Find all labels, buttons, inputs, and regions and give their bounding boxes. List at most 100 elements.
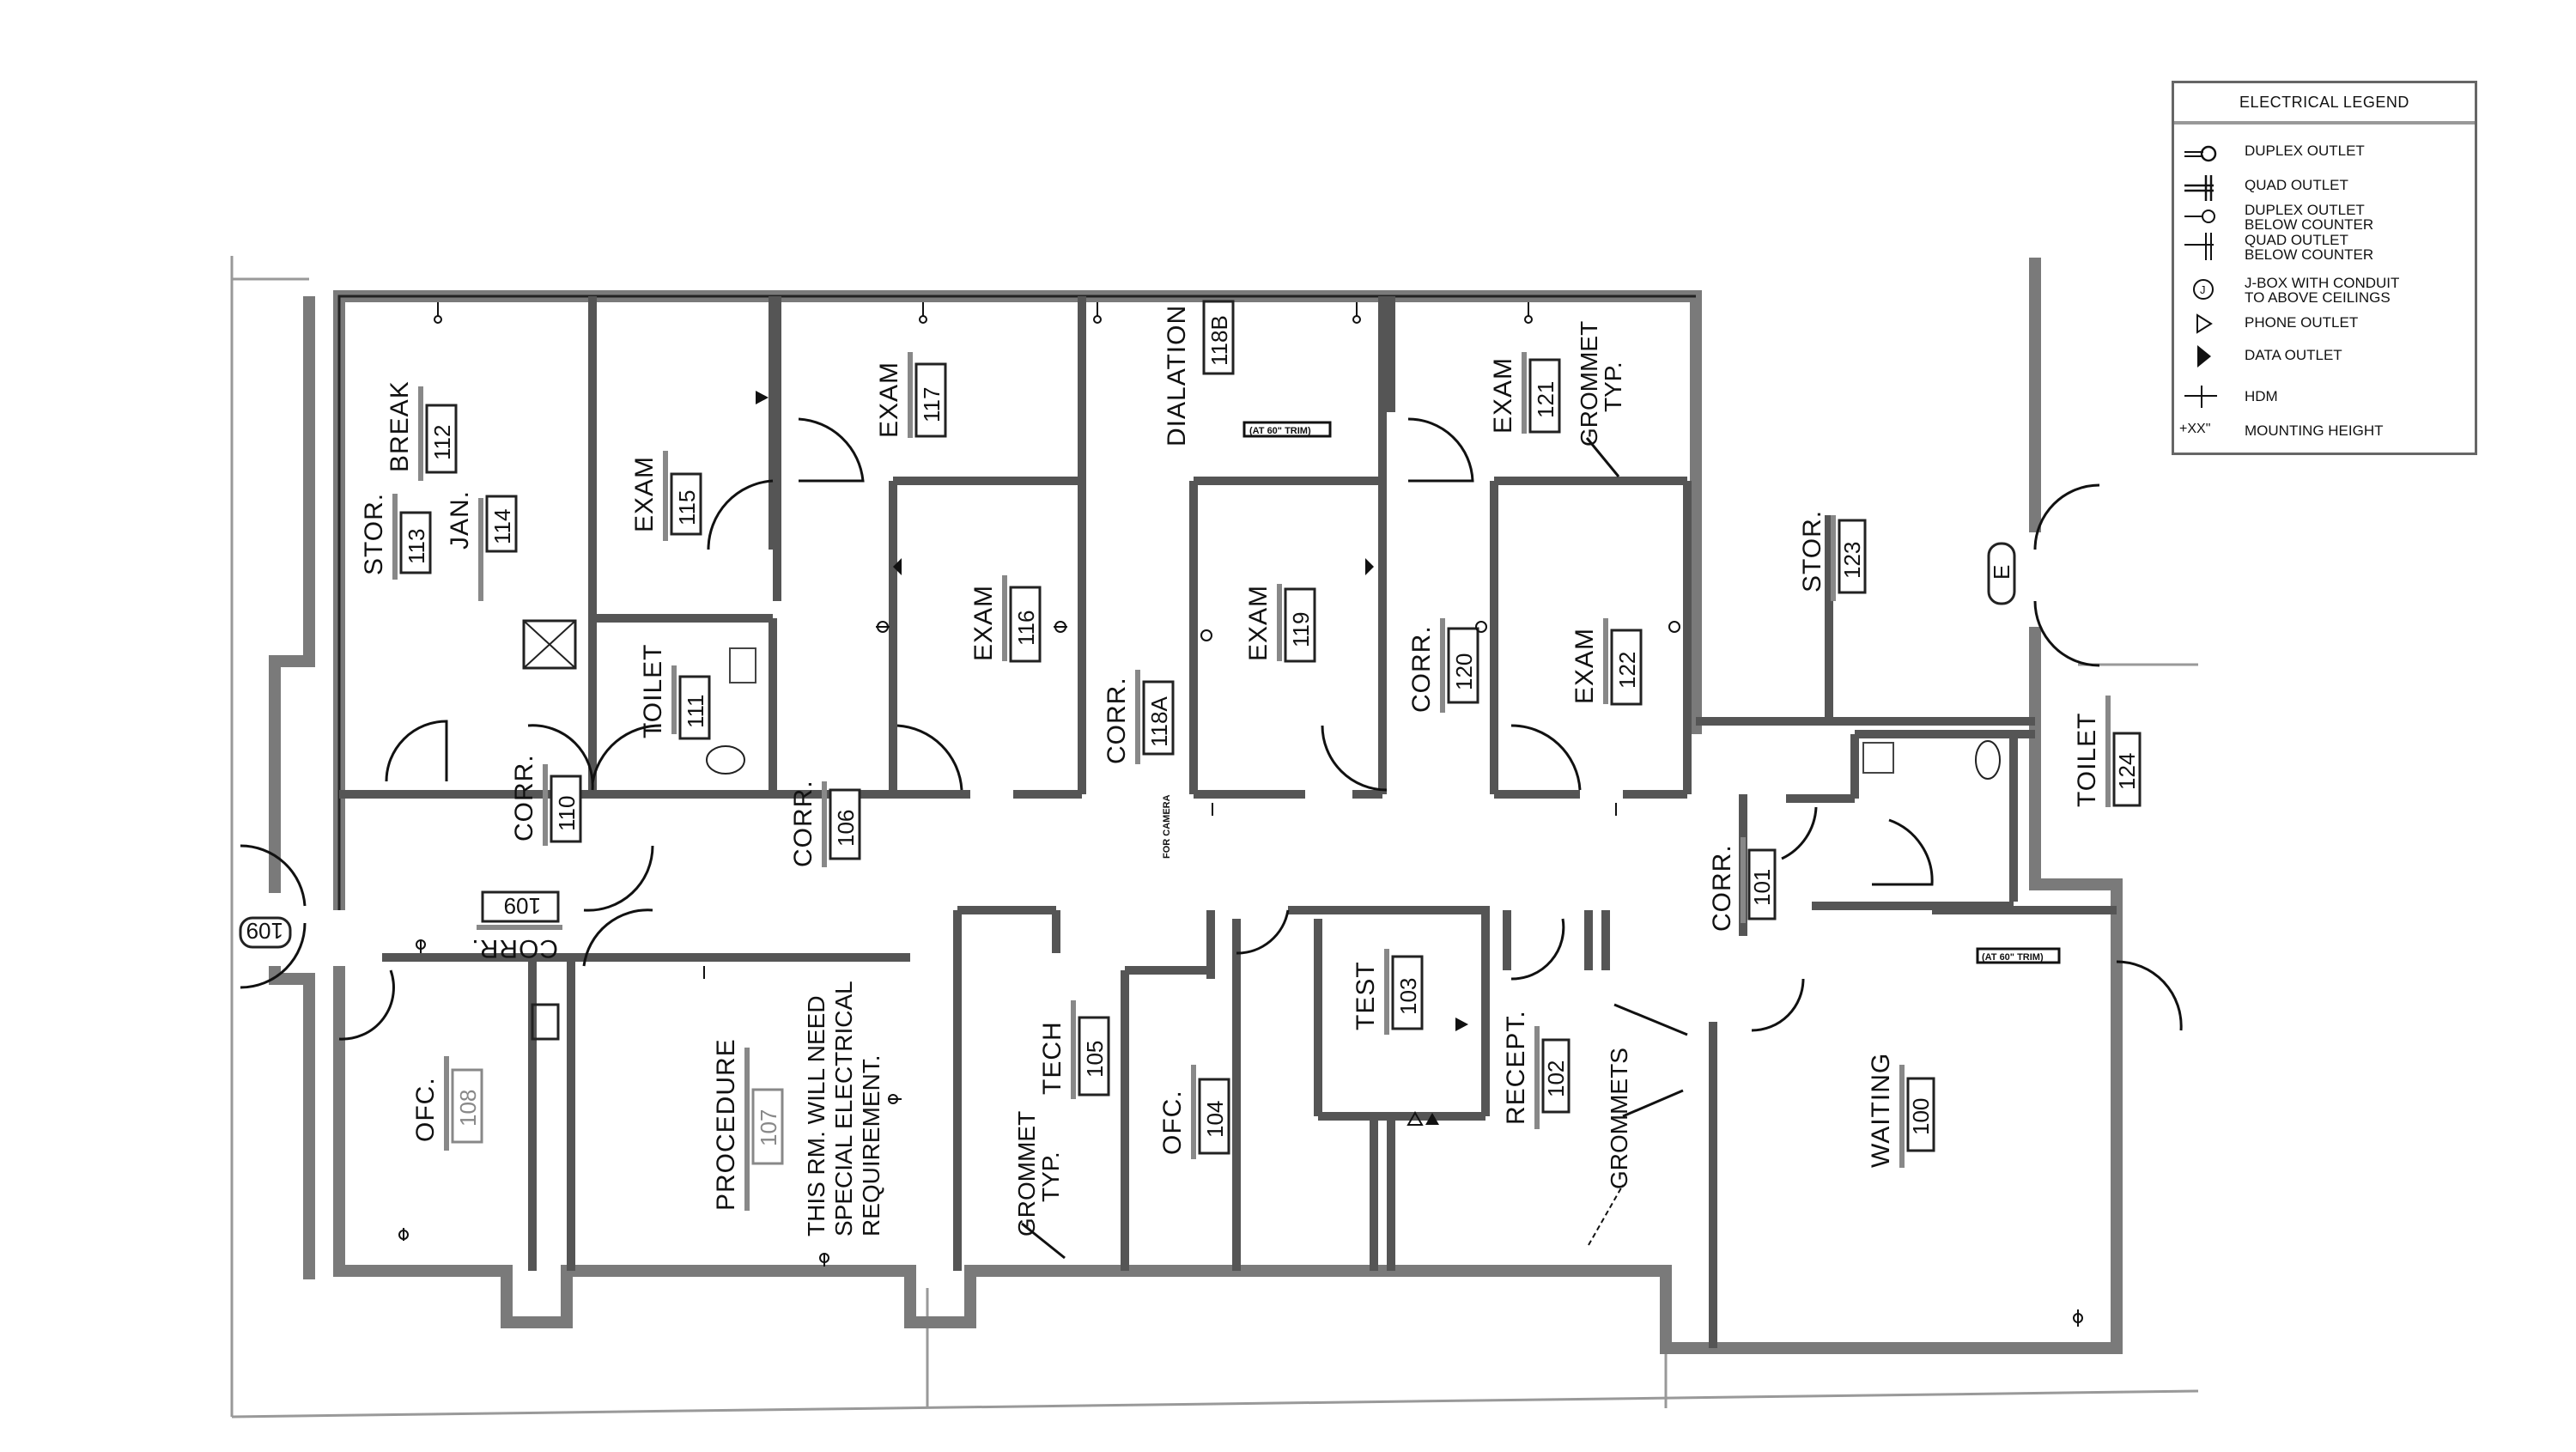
svg-text:FOR CAMERA: FOR CAMERA [1162,794,1172,859]
svg-text:RECEPT.: RECEPT. [1502,1010,1530,1125]
electrical-symbols [398,302,2083,1327]
svg-text:OFC.: OFC. [411,1077,440,1142]
legend-item-duplex-outlet: DUPLEX OUTLET [2174,137,2475,171]
svg-text:124: 124 [2114,753,2140,790]
svg-text:117: 117 [919,387,945,422]
svg-text:BREAK: BREAK [386,380,414,472]
legend-title: ELECTRICAL LEGEND [2174,83,2475,125]
svg-text:EXAM: EXAM [1489,357,1517,434]
legend-item-quad-below-counter: QUAD OUTLET BELOW COUNTER [2174,229,2475,264]
svg-text:123: 123 [1839,542,1865,579]
svg-text:STOR.: STOR. [360,493,388,575]
door-tag-109: 109 [239,916,292,949]
room-exam-115: EXAM 115 [630,451,702,541]
svg-text:PROCEDURE: PROCEDURE [712,1038,740,1211]
quad-outlet-below-counter-icon [2184,233,2214,260]
svg-text:119: 119 [1288,612,1314,647]
legend-item-j-box: J J-BOX WITH CONDUIT TO ABOVE CEILINGS [2174,274,2475,308]
room-corr-101: CORR. 101 [1708,837,1777,932]
hdm-icon [2184,386,2217,408]
room-jan: JAN. 114 [446,490,518,601]
svg-text:100: 100 [1908,1098,1934,1135]
duplex-outlet-icon [2184,145,2217,162]
room-corr-118a: CORR. 118A [1103,670,1175,764]
legend-item-duplex-below-counter: DUPLEX OUTLET BELOW COUNTER [2174,199,2475,234]
svg-text:TEST: TEST [1352,961,1380,1030]
room-toilet-124: TOILET 124 [2073,696,2142,807]
exterior-walls [269,258,2123,1354]
legend-item-mounting-height: +XX" MOUNTING HEIGHT [2174,416,2475,451]
room-waiting: WAITING 100 [1867,1053,1935,1168]
svg-text:TYP.: TYP. [1600,361,1626,412]
room-tech: TECH 105 [1038,1000,1110,1099]
room-exam-119: EXAM 119 [1244,584,1316,663]
room-ofc-108: OFC. 108 [411,1056,483,1151]
svg-text:DIALATION: DIALATION [1163,305,1191,447]
svg-text:CORR.: CORR. [510,754,538,841]
exit-tag: E [1987,542,2016,605]
svg-text:104: 104 [1202,1101,1228,1138]
svg-text:OFC.: OFC. [1158,1090,1187,1155]
electrical-legend: ELECTRICAL LEGEND DUPLEX OUTLET QUAD OUT… [2172,81,2477,455]
svg-text:TOILET: TOILET [639,644,667,738]
fixtures [522,619,2001,1041]
svg-text:111: 111 [683,694,708,728]
svg-text:GROMMETS: GROMMETS [1606,1048,1632,1189]
svg-text:THIS RM. WILL NEED: THIS RM. WILL NEED [803,995,829,1236]
duplex-outlet-below-counter-icon [2184,210,2215,223]
mounting-height-icon: +XX" [2179,422,2211,436]
svg-text:EXAM: EXAM [875,361,903,438]
room-toilet-111: TOILET 111 [639,644,711,740]
room-labels: BREAK 112 STOR. 113 JAN. 114 EXAM 115 TO… [239,300,2142,1211]
doors [240,417,2183,1041]
room-corr-110: CORR. 110 [510,754,582,846]
quad-outlet-icon [2184,175,2214,201]
room-break: BREAK 112 [386,380,458,481]
svg-text:CORR.: CORR. [789,780,817,867]
room-ofc-104: OFC. 104 [1158,1065,1230,1159]
svg-text:GROMMET: GROMMET [1576,321,1602,447]
svg-text:CORR.: CORR. [1407,625,1436,713]
room-exam-122: EXAM 122 [1571,618,1643,706]
svg-text:121: 121 [1533,381,1558,418]
svg-text:103: 103 [1395,978,1421,1015]
svg-text:WAITING: WAITING [1867,1053,1895,1168]
svg-text:116: 116 [1013,611,1039,646]
svg-text:118A: 118A [1146,696,1172,747]
svg-text:SPECIAL ELECTRICAL: SPECIAL ELECTRICAL [830,981,857,1236]
svg-text:102: 102 [1543,1060,1569,1097]
svg-text:109: 109 [246,918,283,944]
svg-text:JAN.: JAN. [446,490,474,550]
svg-text:GROMMET: GROMMET [1013,1111,1040,1236]
room-dialation: DIALATION 118B [1163,300,1235,447]
svg-text:CORR.: CORR. [1708,844,1736,932]
svg-text:113: 113 [404,529,429,564]
svg-text:114: 114 [489,509,515,544]
legend-item-hdm: HDM [2174,382,2475,416]
room-exam-121: EXAM 121 [1489,352,1561,434]
svg-text:EXAM: EXAM [969,585,998,661]
svg-text:122: 122 [1614,652,1640,689]
svg-text:CORR.: CORR. [471,934,558,963]
svg-text:108: 108 [455,1090,481,1127]
room-exam-117: EXAM 117 [875,352,947,438]
svg-text:120: 120 [1451,653,1477,690]
svg-text:110: 110 [554,796,580,831]
room-stor-123: STOR. 123 [1798,510,1867,601]
svg-text:STOR.: STOR. [1798,510,1826,592]
legend-item-phone-outlet: PHONE OUTLET [2174,308,2475,343]
svg-text:E: E [1989,565,2014,580]
svg-text:TECH: TECH [1038,1021,1066,1095]
legend-item-data-outlet: DATA OUTLET [2174,341,2475,375]
svg-text:118B: 118B [1206,315,1232,366]
svg-text:EXAM: EXAM [1571,628,1599,704]
svg-text:EXAM: EXAM [1244,585,1273,661]
notes: THIS RM. WILL NEED SPECIAL ELECTRICAL RE… [803,321,2061,1260]
room-procedure: PROCEDURE 107 [712,1038,784,1211]
svg-text:112: 112 [429,425,455,460]
room-test: TEST 103 [1352,949,1424,1035]
svg-text:TOILET: TOILET [2073,713,2101,807]
room-corr-109: CORR. 109 [471,890,562,963]
data-outlet-icon [2197,345,2211,368]
